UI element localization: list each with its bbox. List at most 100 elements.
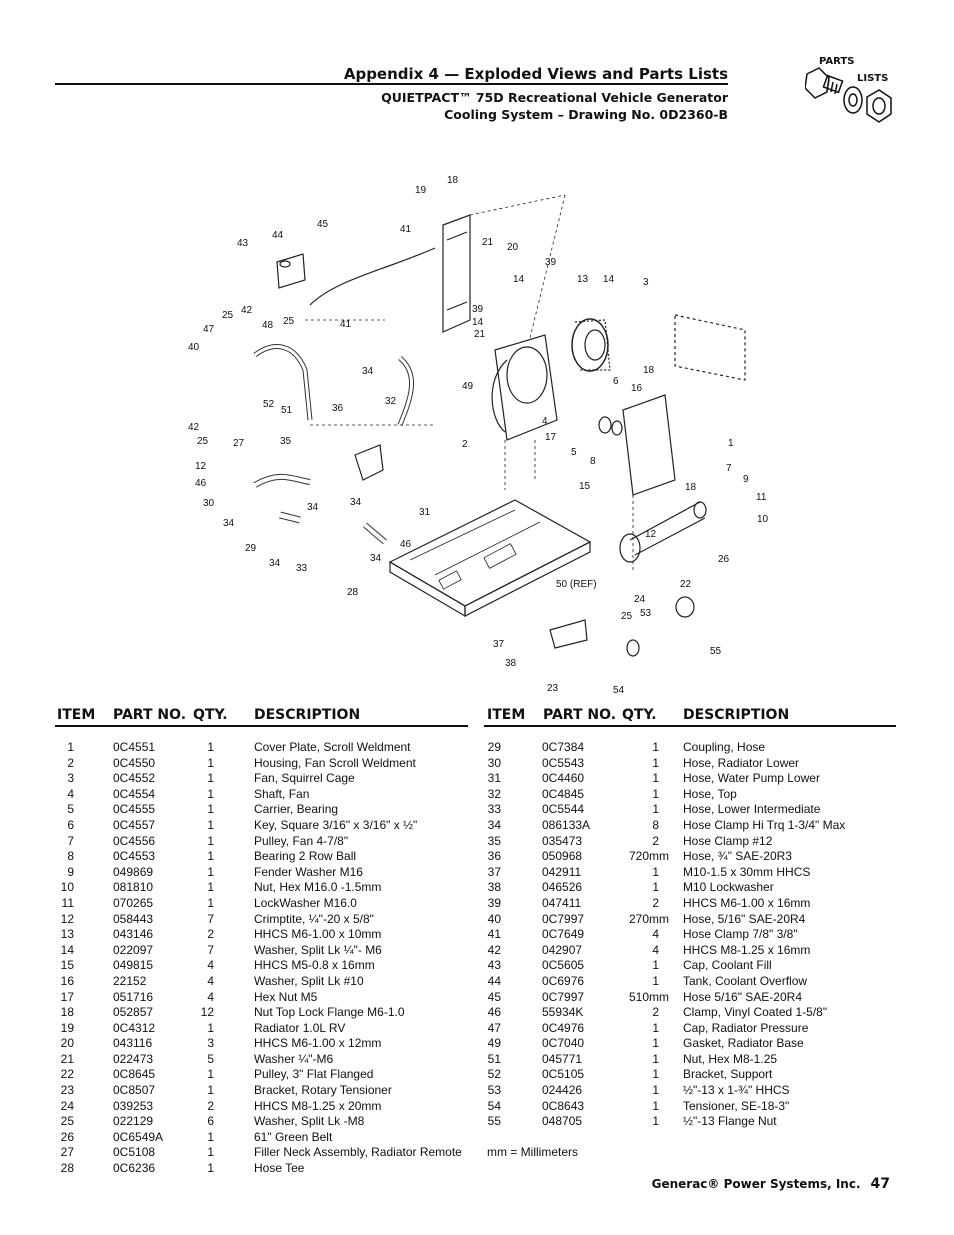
quantity: 2 [652, 895, 659, 910]
diagram-callout: 10 [757, 514, 769, 525]
quantity: 2 [207, 1098, 214, 1113]
part-number: 0C8643 [542, 1098, 585, 1113]
part-description: Hose, Radiator Lower [683, 755, 800, 770]
left-header-rule [55, 725, 468, 727]
diagram-callout: 5 [571, 447, 577, 458]
item-number: 28 [60, 1161, 74, 1176]
diagram-callout: 25 [283, 316, 295, 327]
item-number: 20 [60, 1036, 74, 1051]
part-number: 042907 [542, 942, 583, 957]
diagram-callout: 28 [347, 587, 359, 598]
quantity: 1 [207, 880, 214, 895]
quantity: 1 [207, 864, 214, 879]
right-header-description: DESCRIPTION [683, 707, 790, 723]
part-number: 0C7997 [542, 989, 585, 1004]
part-number: 0C8645 [113, 1067, 156, 1082]
footer-company: Generac® Power Systems, Inc. [651, 1177, 861, 1191]
diagram-callout: 4 [542, 416, 548, 427]
part-number: 086133A [542, 817, 591, 832]
diagram-callout: 24 [634, 594, 646, 605]
part-number: 0C4552 [113, 771, 156, 786]
part-description: Hose, Lower Intermediate [683, 802, 821, 817]
part-number: 0C4557 [113, 817, 156, 832]
item-number: 11 [61, 895, 74, 910]
diagram-callout: 14 [513, 274, 525, 285]
item-number: 22 [60, 1067, 74, 1082]
part-description: Pulley, 3" Flat Flanged [254, 1067, 374, 1082]
part-number: 022097 [113, 942, 154, 957]
part-description: Shaft, Fan [254, 786, 310, 801]
diagram-callout: 25 [621, 611, 633, 622]
quantity: 1 [652, 1067, 659, 1082]
diagram-callout: 46 [195, 478, 207, 489]
right-header-item: ITEM [487, 707, 526, 723]
part-number: 049869 [113, 864, 154, 879]
quantity: 8 [652, 817, 659, 832]
part-description: Washer, Split Lk -M8 [254, 1114, 365, 1129]
page-subtitle: QUIETPACT™ 75D Recreational Vehicle Gene… [300, 89, 728, 123]
item-number: 30 [487, 755, 501, 770]
quantity: 4 [652, 942, 659, 957]
diagram-callout: 14 [603, 274, 615, 285]
item-number: 1 [67, 740, 74, 754]
part-number: 22152 [113, 973, 147, 988]
quantity: 4 [207, 989, 214, 1004]
part-number: 0C4555 [113, 802, 156, 817]
item-number: 4 [67, 786, 74, 801]
quantity: 1 [207, 1067, 214, 1082]
item-number: 9 [67, 864, 74, 879]
quantity: 1 [207, 1083, 214, 1098]
diagram-callout: 26 [718, 554, 730, 565]
diagram-callout: 6 [613, 376, 619, 387]
diagram-callout: 48 [262, 320, 274, 331]
part-description: Cap, Coolant Fill [683, 958, 772, 973]
parts-table-left: 1 0C4551 1 Cover Plate, Scroll Weldment 2 0C4… [54, 740, 464, 1177]
item-number: 7 [67, 833, 74, 848]
part-description: Hose, ¾" SAE-20R3 [683, 849, 792, 864]
quantity: 1 [207, 771, 214, 786]
diagram-callout: 19 [415, 185, 427, 196]
part-description: ½"-13 x 1-¾" HHCS [683, 1083, 790, 1098]
diagram-callout: 35 [280, 436, 292, 447]
part-number: 0C4556 [113, 833, 156, 848]
part-number: 046526 [542, 880, 583, 895]
part-description: Cover Plate, Scroll Weldment [254, 740, 411, 754]
item-number: 46 [487, 1005, 501, 1020]
diagram-callout: 51 [281, 405, 293, 416]
quantity: 6 [207, 1114, 214, 1129]
item-number: 6 [67, 817, 74, 832]
quantity: 1 [207, 740, 214, 754]
quantity: 4 [207, 973, 214, 988]
diagram-callout: 2 [462, 439, 468, 450]
part-description: Hex Nut M5 [254, 989, 318, 1004]
diagram-callout: 12 [195, 461, 207, 472]
units-note: mm = Millimeters [487, 1145, 579, 1159]
diagram-callout: 53 [640, 608, 652, 619]
part-description: HHCS M8-1.25 x 16mm [683, 942, 811, 957]
part-description: M10-1.5 x 30mm HHCS [683, 864, 811, 879]
part-number: 0C4551 [113, 740, 156, 754]
diagram-callout: 42 [241, 305, 253, 316]
diagram-callout: 1 [728, 438, 734, 449]
diagram-callout: 55 [710, 646, 722, 657]
item-number: 51 [487, 1051, 501, 1066]
parts-row: 1 0C4551 1 Cover Plate, Scroll Weldment [54, 740, 464, 756]
part-number: 0C4845 [542, 786, 585, 801]
part-description: Cap, Radiator Pressure [683, 1020, 809, 1035]
item-number: 49 [487, 1036, 501, 1051]
part-number: 022129 [113, 1114, 154, 1129]
left-header-qty: QTY. [193, 707, 228, 723]
part-description: Tank, Coolant Overflow [683, 973, 808, 988]
quantity: 3 [207, 1036, 214, 1051]
